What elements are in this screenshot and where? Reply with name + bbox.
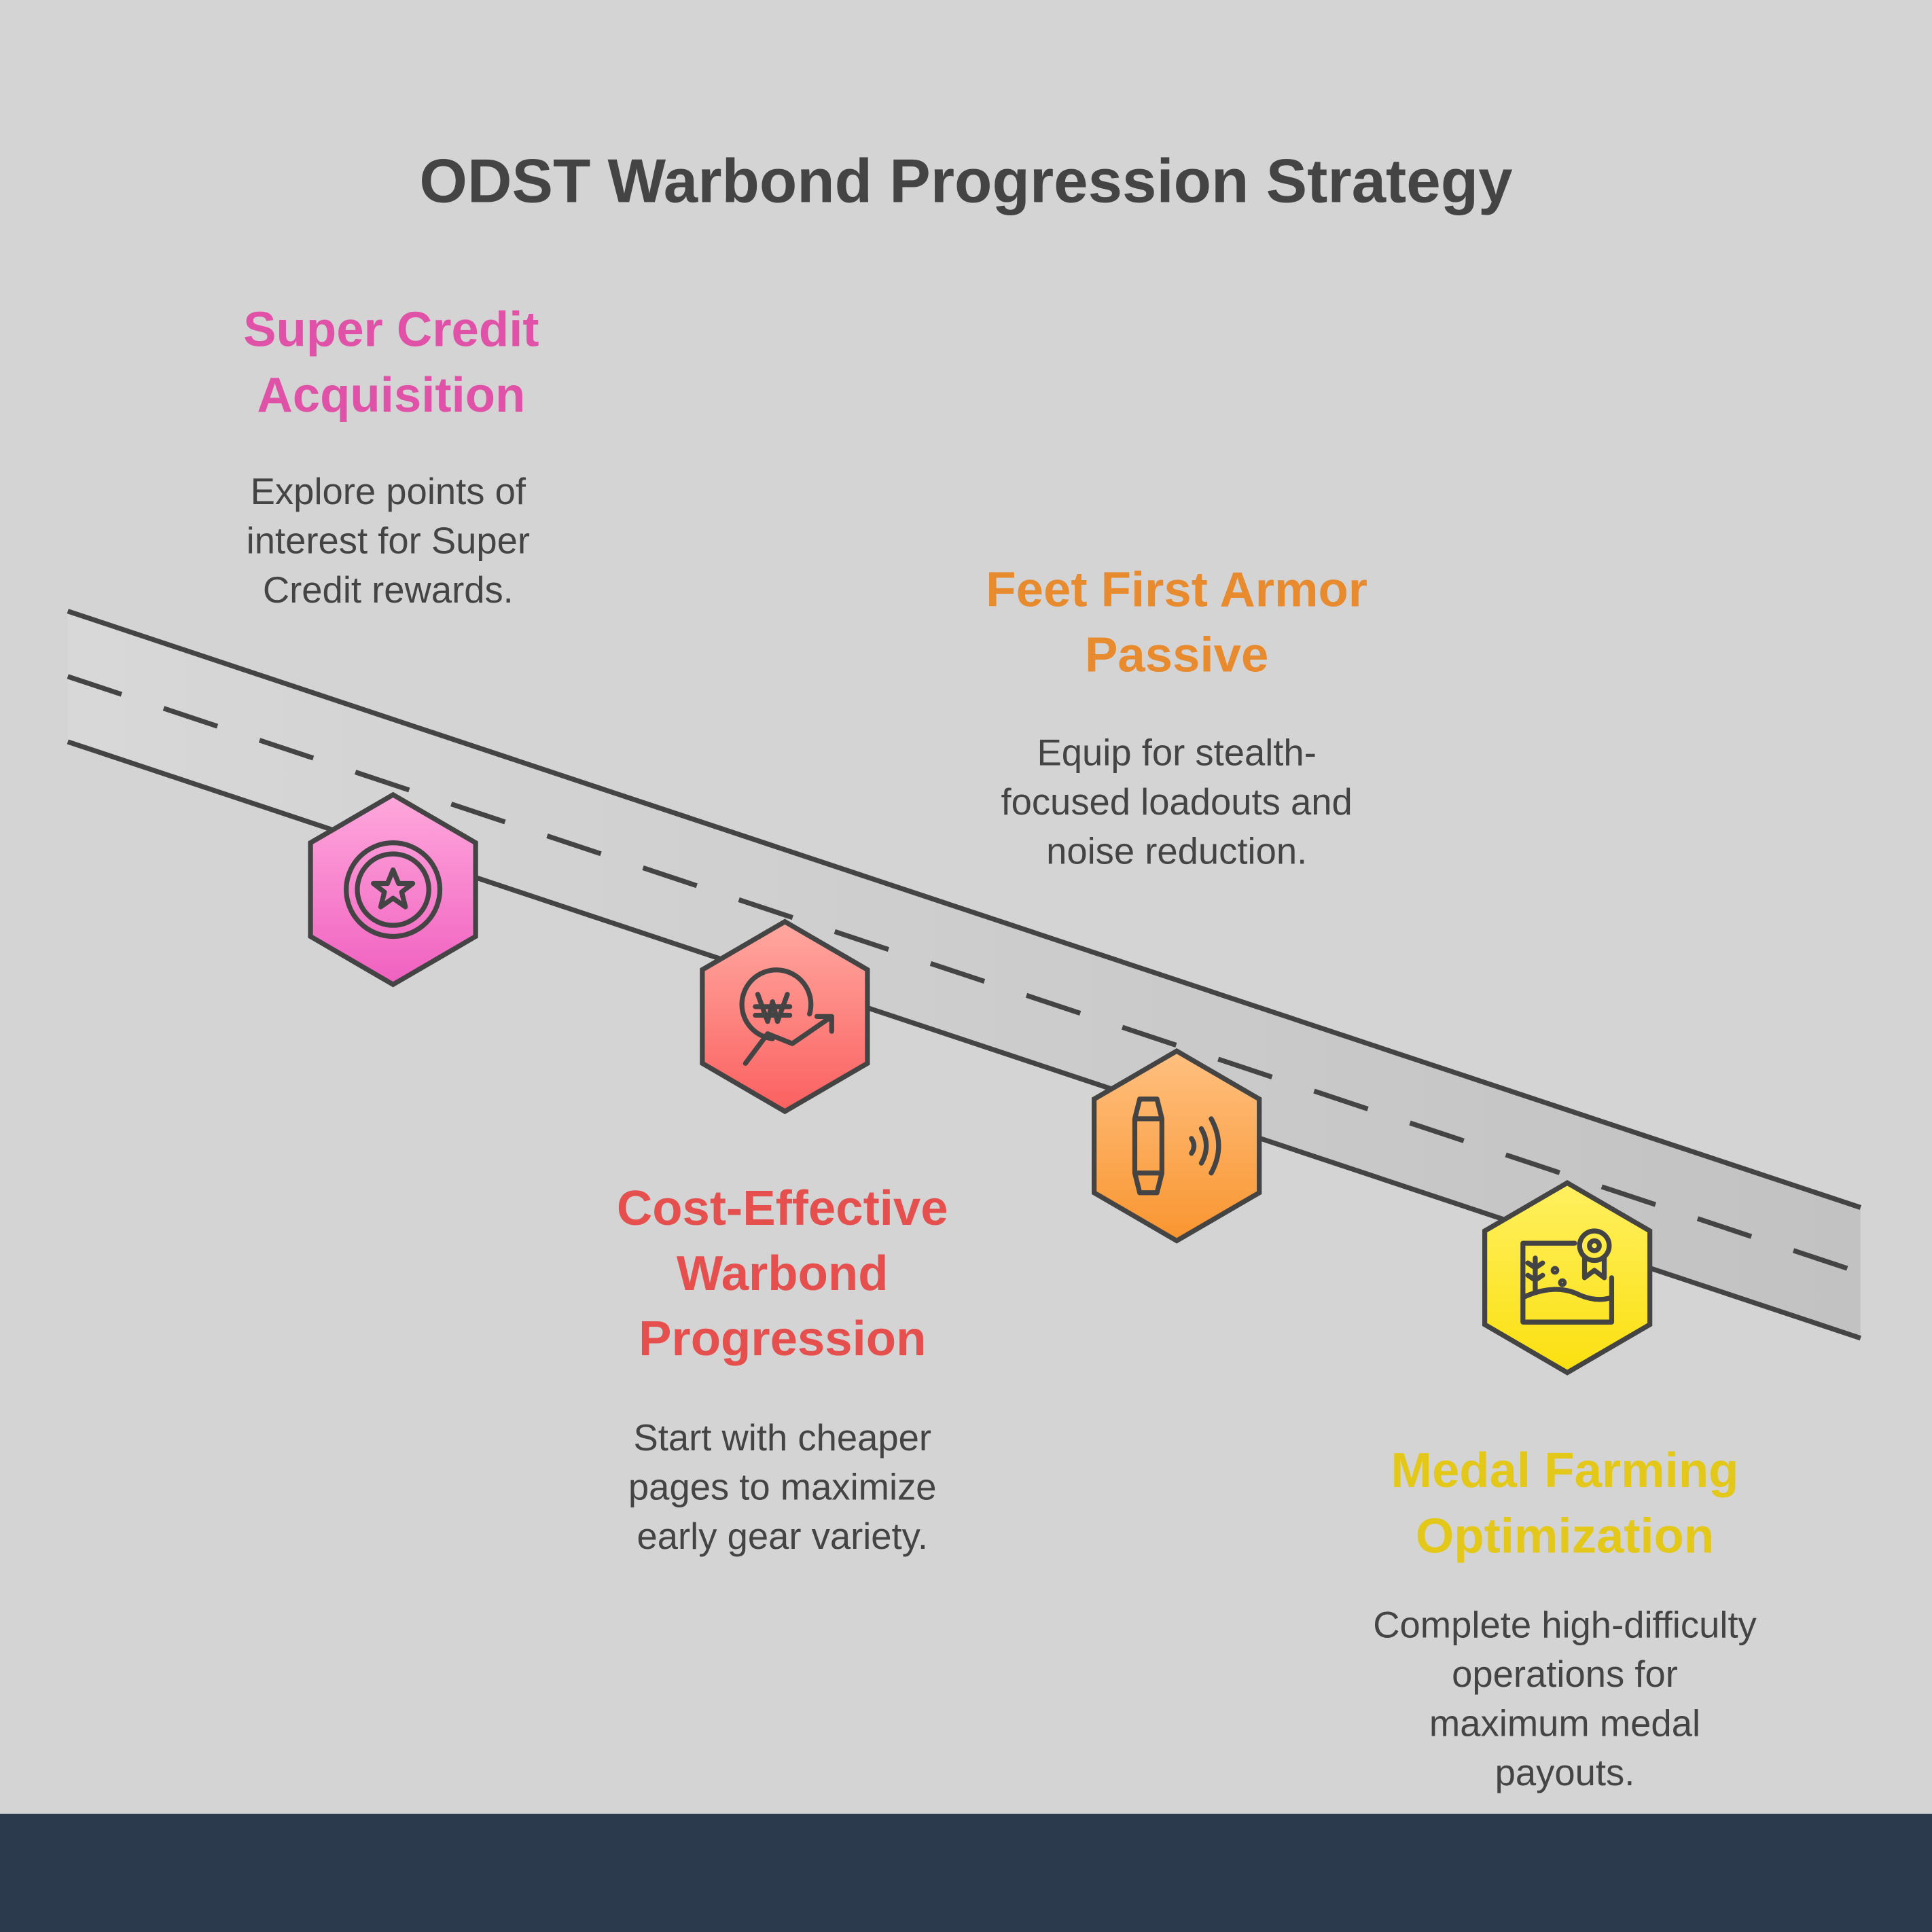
road-center-dash: [67, 674, 1861, 1276]
step-1-heading: Super Credit Acquisition: [243, 303, 539, 423]
step-3-heading: Feet First Armor Passive: [986, 562, 1368, 683]
certificate-award-icon: [1520, 1228, 1615, 1325]
star-medal-icon: [344, 840, 443, 940]
step-3-description: Equip for stealth-focused loadouts and n…: [1001, 733, 1353, 873]
hexagon-step-2: [700, 918, 870, 1115]
hexagon-step-3: [1092, 1048, 1262, 1244]
won-growth-icon: [739, 967, 834, 1066]
wearable-sound-icon: [1132, 1096, 1221, 1196]
hexagon-step-1: [308, 791, 478, 988]
road-edge-top: [67, 609, 1861, 1210]
step-1-description: Explore points of interest for Super Cre…: [246, 471, 531, 611]
hexagon-step-4: [1482, 1180, 1653, 1376]
page-title: ODST Warbond Progression Strategy: [419, 146, 1513, 216]
footer-bar: [0, 1813, 1932, 1932]
step-4-heading: Medal Farming Optimization: [1391, 1444, 1739, 1564]
step-2-heading: Cost-Effective Warbond Progression: [616, 1181, 948, 1367]
step-4-description: Complete high-difficulty operations for …: [1373, 1605, 1757, 1794]
step-2-description: Start with cheaper pages to maximize ear…: [628, 1418, 937, 1558]
